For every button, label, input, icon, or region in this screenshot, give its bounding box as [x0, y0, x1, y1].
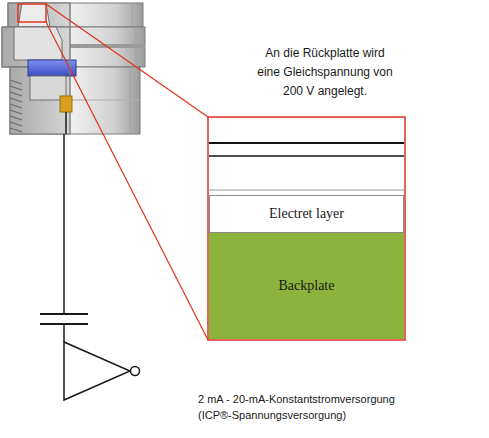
electret-layer-band: Electret layer — [209, 195, 404, 233]
band-label: Backplate — [279, 278, 335, 294]
band-label: Electret layer — [269, 206, 344, 222]
backplate-band: Backplate — [209, 233, 404, 339]
power-supply-note: 2 mA - 20-mA-Konstantstromversorgung (IC… — [198, 392, 420, 424]
voltage-note: An die Rückplatte wird eine Gleichspannu… — [255, 44, 395, 102]
zoom-callout — [18, 4, 405, 340]
signal-circuit — [40, 112, 140, 400]
